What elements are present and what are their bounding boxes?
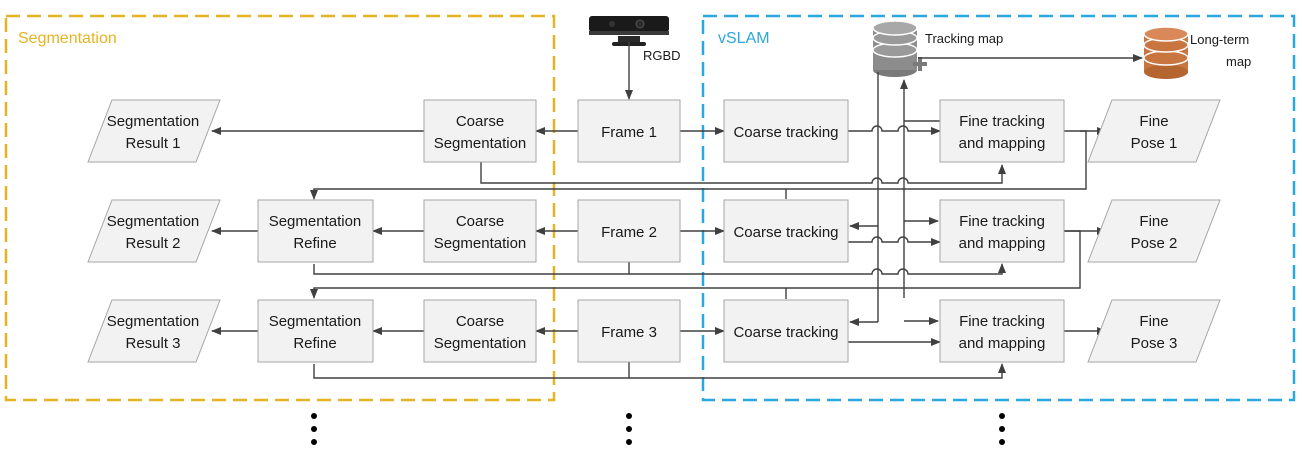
frame-box-3 — [577, 299, 681, 363]
fine-pose-2 — [1087, 199, 1221, 263]
fine-tracking-box-2 — [939, 199, 1065, 263]
fine-tracking-label-1b: and mapping — [959, 135, 1046, 152]
coarse-segmentation-label-3a: Coarse — [456, 313, 504, 330]
segmentation-result-label-3a: Segmentation — [107, 313, 200, 330]
segmentation-result-label-2b: Result 2 — [125, 235, 180, 252]
coarse-segmentation-label-2a: Coarse — [456, 213, 504, 230]
segmentation-result-label-2a: Segmentation — [107, 213, 200, 230]
segmentation-refine-box-3 — [257, 299, 374, 363]
segmentation-refine-label-3a: Segmentation — [269, 313, 362, 330]
segmentation-region-title: Segmentation — [18, 30, 117, 47]
coarse-segmentation-label-1b: Segmentation — [434, 135, 527, 152]
coarse-segmentation-box-3 — [423, 299, 537, 363]
coarse-tracking-box-1 — [723, 99, 849, 163]
fine-tracking-label-1a: Fine tracking — [959, 113, 1045, 130]
continuation-dots-frames — [626, 413, 632, 445]
continuation-dots-vslam — [999, 413, 1005, 445]
coarse-tracking-label-3: Coarse tracking — [733, 324, 838, 341]
fine-tracking-label-2a: Fine tracking — [959, 213, 1045, 230]
fine-tracking-label-3b: and mapping — [959, 335, 1046, 352]
segmentation-result-label-1b: Result 1 — [125, 135, 180, 152]
segmentation-refine-box-2 — [257, 199, 374, 263]
fine-pose-label-3a: Fine — [1139, 313, 1168, 330]
fine-pose-label-1b: Pose 1 — [1131, 135, 1178, 152]
tracking-map-label: Tracking map — [925, 31, 1003, 46]
fine-pose-label-2a: Fine — [1139, 213, 1168, 230]
segmentation-refine-label-3b: Refine — [293, 335, 336, 352]
coarse-tracking-label-2: Coarse tracking — [733, 224, 838, 241]
fine-pose-label-1a: Fine — [1139, 113, 1168, 130]
coarse-segmentation-box-1 — [423, 99, 537, 163]
database-add-icon — [872, 20, 927, 77]
database-icon — [1143, 26, 1189, 79]
coarse-segmentation-label-1a: Coarse — [456, 113, 504, 130]
frame-label-1: Frame 1 — [601, 124, 657, 141]
segmentation-result-2 — [87, 199, 221, 263]
long-term-map-label: Long-term — [1190, 32, 1249, 47]
rgbd-label: RGBD — [643, 48, 681, 63]
coarse-segmentation-label-2b: Segmentation — [434, 235, 527, 252]
segmentation-result-3 — [87, 299, 221, 363]
segmentation-result-label-3b: Result 3 — [125, 335, 180, 352]
connectors — [211, 42, 1143, 379]
long-term-map-label-2: map — [1226, 54, 1251, 69]
coarse-segmentation-box-2 — [423, 199, 537, 263]
coarse-tracking-label-1: Coarse tracking — [733, 124, 838, 141]
frame-label-2: Frame 2 — [601, 224, 657, 241]
segmentation-result-label-1a: Segmentation — [107, 113, 200, 130]
vslam-region-title: vSLAM — [718, 30, 770, 47]
fine-tracking-label-3a: Fine tracking — [959, 313, 1045, 330]
coarse-segmentation-label-3b: Segmentation — [434, 335, 527, 352]
segmentation-result-1 — [87, 99, 221, 163]
coarse-tracking-box-3 — [723, 299, 849, 363]
frame-box-2 — [577, 199, 681, 263]
segmentation-refine-label-2b: Refine — [293, 235, 336, 252]
frame-label-3: Frame 3 — [601, 324, 657, 341]
fine-pose-1 — [1087, 99, 1221, 163]
segmentation-region — [4, 14, 556, 402]
continuation-dots-segmentation — [311, 413, 317, 445]
fine-pose-label-2b: Pose 2 — [1131, 235, 1178, 252]
coarse-tracking-box-2 — [723, 199, 849, 263]
fine-pose-3 — [1087, 299, 1221, 363]
segmentation-refine-label-2a: Segmentation — [269, 213, 362, 230]
fine-tracking-label-2b: and mapping — [959, 235, 1046, 252]
kinect-camera-icon — [589, 16, 669, 46]
fine-tracking-box-1 — [939, 99, 1065, 163]
frame-box-1 — [577, 99, 681, 163]
vslam-region — [701, 14, 1296, 402]
fine-pose-label-3b: Pose 3 — [1131, 335, 1178, 352]
fine-tracking-box-3 — [939, 299, 1065, 363]
